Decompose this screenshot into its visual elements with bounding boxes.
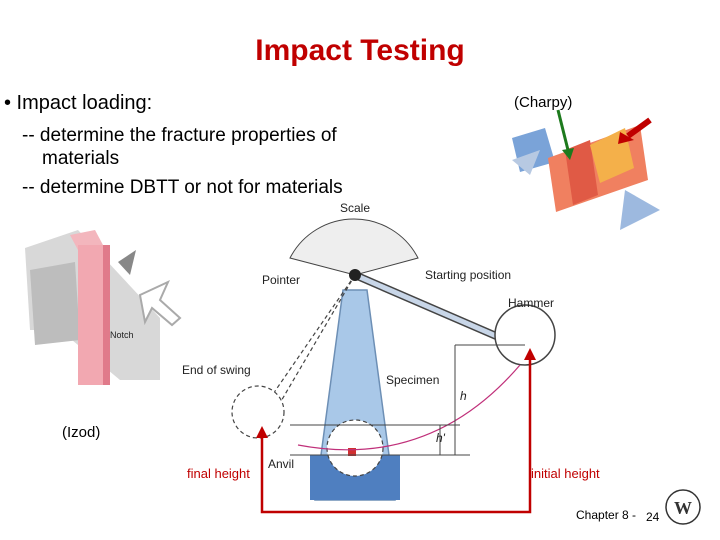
chapter-label: Chapter 8 - xyxy=(576,508,637,522)
izod-illustration: Notch xyxy=(25,230,182,385)
notch-label: Notch xyxy=(110,330,134,340)
final-height-label: final height xyxy=(187,466,250,481)
page-title: Impact Testing xyxy=(255,34,465,67)
initial-height-label: initial height xyxy=(531,466,600,481)
charpy-illustration xyxy=(512,109,660,230)
specimen-label: Specimen xyxy=(386,373,439,387)
height-arrows xyxy=(256,348,536,514)
bullet-heading: • Impact loading: xyxy=(4,92,153,114)
h-prime-label: h' xyxy=(436,431,446,445)
charpy-label: (Charpy) xyxy=(514,94,573,111)
izod-label: (Izod) xyxy=(62,424,101,441)
bullet-line-1: -- determine the fracture properties of xyxy=(22,125,337,146)
bullet-line-3: -- determine DBTT or not for materials xyxy=(22,177,343,198)
end-of-swing-label: End of swing xyxy=(182,363,251,377)
h-label: h xyxy=(460,389,467,403)
pointer-label: Pointer xyxy=(262,273,300,287)
anvil-label: Anvil xyxy=(268,457,294,471)
scale-label: Scale xyxy=(340,201,370,215)
pendulum-machine: Scale Pointer Starting position Hammer E… xyxy=(182,201,556,501)
hammer-label: Hammer xyxy=(508,296,554,310)
page-number: 24 xyxy=(646,510,660,524)
publisher-logo: W xyxy=(665,489,701,525)
svg-text:W: W xyxy=(674,498,692,518)
bullet-line-2: materials xyxy=(42,148,120,169)
starting-position-label: Starting position xyxy=(425,268,511,282)
